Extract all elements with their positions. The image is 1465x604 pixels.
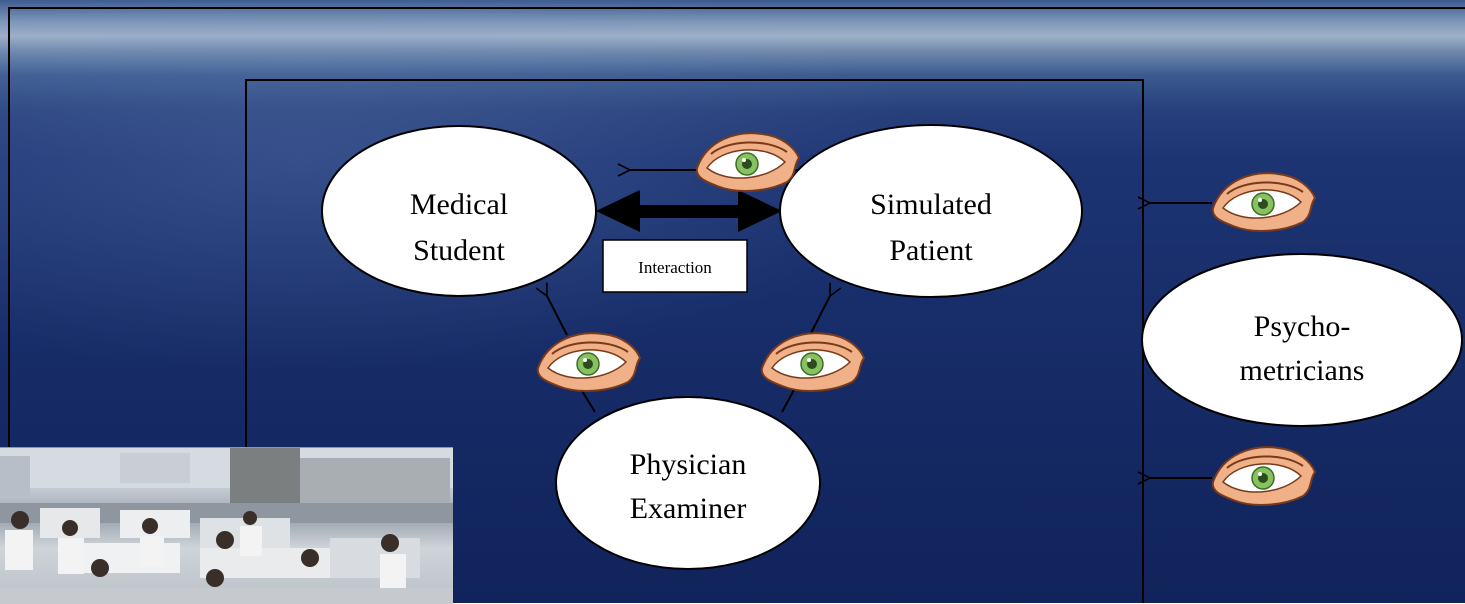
exam-room-photo-art (0, 448, 453, 604)
outer-frame (8, 7, 1465, 603)
physician-examiner-label-line2: Examiner (630, 492, 747, 525)
examiner-to-student-arrow (547, 296, 568, 336)
eye-icon-examiner-right (760, 332, 865, 392)
simulated-patient-node (779, 124, 1083, 298)
psychometricians-label-line2: metricians (1240, 354, 1365, 387)
simulated-patient-label-line2: Patient (889, 234, 973, 267)
eye-icon-examiner-left (536, 332, 641, 392)
eye-icon-psychometrician-lower (1211, 446, 1316, 506)
exam-room-photo (0, 447, 453, 604)
eye-icon-psychometrician-upper (1211, 172, 1316, 232)
psychometricians-label-line1: Psycho- (1254, 310, 1351, 343)
interaction-label: Interaction (638, 258, 712, 277)
medical-student-label-line2: Student (413, 234, 505, 267)
medical-student-label-line1: Medical (410, 188, 508, 221)
eye-icon-top (695, 132, 800, 192)
interaction-box (602, 239, 748, 293)
interaction-double-arrow (596, 190, 782, 232)
examiner-to-patient-arrow (809, 296, 830, 336)
physician-examiner-label-line1: Physician (630, 448, 747, 481)
simulated-patient-label-line1: Simulated (870, 188, 992, 221)
psychometricians-node (1141, 253, 1463, 427)
medical-student-node (321, 125, 597, 297)
physician-examiner-node (555, 396, 821, 570)
